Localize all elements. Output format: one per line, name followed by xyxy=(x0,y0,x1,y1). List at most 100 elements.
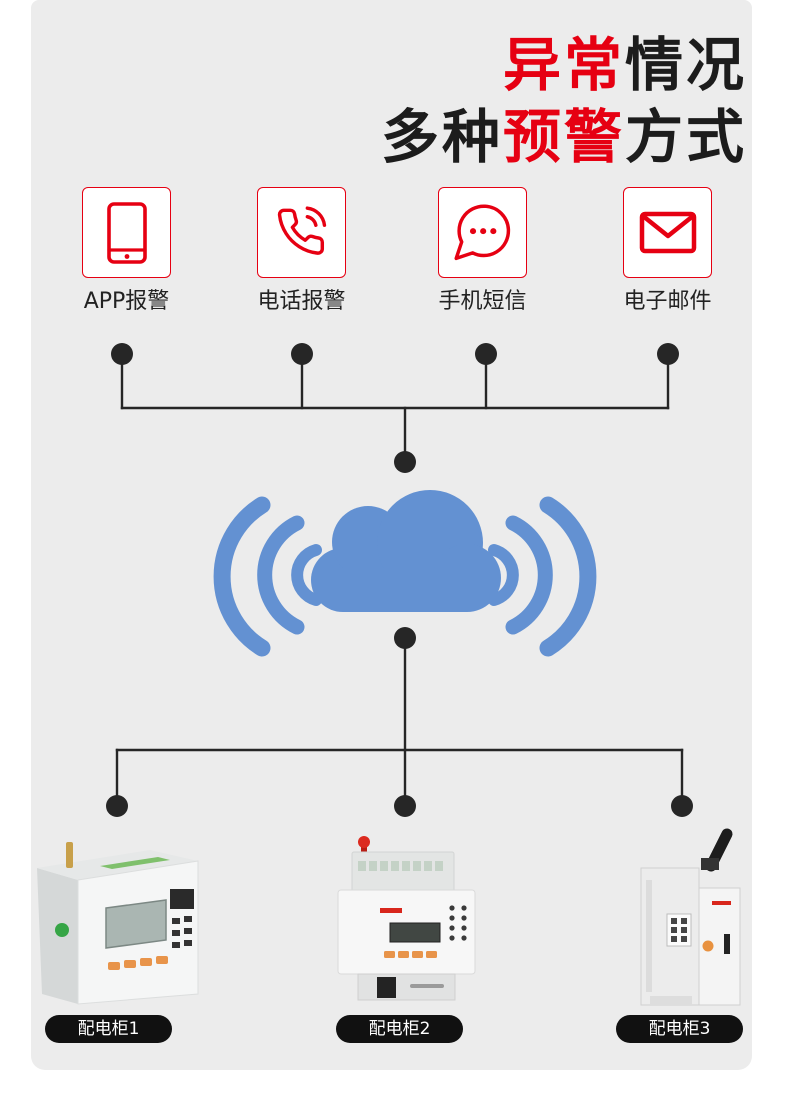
device-2-key xyxy=(449,935,455,941)
cloud-icon xyxy=(213,490,597,657)
device-3-orange-button xyxy=(702,940,714,952)
alert-method-label: 电子邮件 xyxy=(623,289,712,314)
title-before-multiple: 多种 xyxy=(380,103,503,171)
device-3-key xyxy=(671,927,677,933)
cabinet-label-3: 配电柜3 xyxy=(616,1015,743,1043)
signal-arc-left-middle xyxy=(257,515,305,635)
cloud-base xyxy=(343,568,467,612)
device-1-button xyxy=(108,962,120,970)
connector-dot-email xyxy=(657,343,679,365)
device-2-key xyxy=(461,915,467,921)
device-1-display xyxy=(105,899,167,949)
device-2-key xyxy=(461,925,467,931)
device-2-terminal-block xyxy=(351,851,455,893)
device-2-slot xyxy=(410,984,444,988)
device-1-key xyxy=(184,940,192,946)
device-2-button xyxy=(426,951,437,958)
title-accent-abnormal: 异常 xyxy=(502,31,625,99)
device-2-button xyxy=(384,951,395,958)
cloud-shape xyxy=(311,490,501,612)
device-2-terminal-slot xyxy=(424,861,432,871)
device-3-key-panel xyxy=(666,913,692,947)
device-2-key xyxy=(449,905,455,911)
device-1-button xyxy=(140,958,152,966)
device-1-qr-code xyxy=(170,889,194,909)
signal-arc-left-inner xyxy=(291,544,322,606)
device-2-keys xyxy=(449,905,467,941)
connector-dot-phone xyxy=(291,343,313,365)
signal-arc-left-outer xyxy=(213,496,271,657)
device-2-terminal-slot xyxy=(358,861,366,871)
alert-method-label: 电话报警 xyxy=(257,289,346,314)
device-2-key xyxy=(449,915,455,921)
device-1-green-label xyxy=(100,857,170,869)
device-1-indicator xyxy=(55,923,69,937)
sms-alert-icon-box xyxy=(438,187,527,278)
device-2-key xyxy=(461,905,467,911)
device-1-button xyxy=(124,960,136,968)
device-1-button xyxy=(156,956,168,964)
device-1-key xyxy=(172,930,180,936)
device-2-terminal-slot xyxy=(380,861,388,871)
connector-dot-cabinet-1 xyxy=(106,795,128,817)
signal-arc-right-inner xyxy=(488,544,519,606)
phone-alert-icon-box xyxy=(257,187,346,278)
device-3-rail-clip xyxy=(650,996,692,1005)
alert-method-label: APP报警 xyxy=(83,289,170,314)
telephone-icon xyxy=(277,206,327,255)
device-3-side-rib xyxy=(646,880,652,992)
device-3-key xyxy=(681,936,687,942)
device-2-terminal xyxy=(377,977,396,998)
signal-arc-right-middle xyxy=(505,515,553,635)
device-2-terminal-slot xyxy=(435,861,443,871)
device-2-orange-buttons xyxy=(384,951,437,958)
device-2-terminal-slot xyxy=(391,861,399,871)
device-1-side-panel xyxy=(37,868,78,1004)
device-1-key xyxy=(172,942,180,948)
device-2-terminal-slots xyxy=(358,861,443,871)
device-3-slot xyxy=(724,934,730,954)
device-3-key xyxy=(681,927,687,933)
alert-method-email: 电子邮件 xyxy=(623,187,712,317)
device-2-key xyxy=(449,925,455,931)
title-accent-warning: 预警 xyxy=(502,103,625,171)
device-2-red-led xyxy=(358,836,370,848)
cloud-top-dot xyxy=(394,451,416,473)
alert-connectors xyxy=(111,343,679,473)
device-3-antenna-base xyxy=(701,858,719,870)
cabinet-label-1: 配电柜1 xyxy=(45,1015,172,1043)
device-3-key xyxy=(671,918,677,924)
connector-dot-sms xyxy=(475,343,497,365)
device-image-3 xyxy=(640,828,741,1006)
title-line-2: 多种预警方式 xyxy=(381,101,747,173)
device-image-1 xyxy=(37,842,199,1005)
cabinet-label-2: 配电柜2 xyxy=(336,1015,463,1043)
device-1-key xyxy=(184,928,192,934)
title-line-1: 异常情况 xyxy=(503,29,747,101)
device-2-terminal-slot xyxy=(369,861,377,871)
app-alert-icon-box xyxy=(82,187,171,278)
device-2-key xyxy=(461,935,467,941)
device-image-2 xyxy=(337,836,476,1001)
device-3-brand-mark xyxy=(712,901,731,905)
device-1-keys xyxy=(172,916,192,948)
device-2-button xyxy=(412,951,423,958)
device-1-key xyxy=(172,918,180,924)
chat-bubble-icon xyxy=(454,204,511,261)
device-2-terminal-slot xyxy=(402,861,410,871)
alert-method-phone-call: 电话报警 xyxy=(257,187,346,317)
envelope-icon xyxy=(639,211,697,254)
signal-arc-right-outer xyxy=(539,496,597,657)
device-1-antenna xyxy=(66,842,73,868)
mobile-phone-icon xyxy=(107,202,147,264)
device-3-keys xyxy=(671,918,687,942)
device-2-display xyxy=(389,922,441,943)
connector-dot-cabinet-3 xyxy=(671,795,693,817)
device-2-button xyxy=(398,951,409,958)
title-rest-situation: 情况 xyxy=(624,31,747,99)
device-1-orange-buttons xyxy=(108,956,168,970)
alert-method-label: 手机短信 xyxy=(438,289,527,314)
device-2-terminal-slot xyxy=(413,861,421,871)
title-after-methods: 方式 xyxy=(624,103,747,171)
